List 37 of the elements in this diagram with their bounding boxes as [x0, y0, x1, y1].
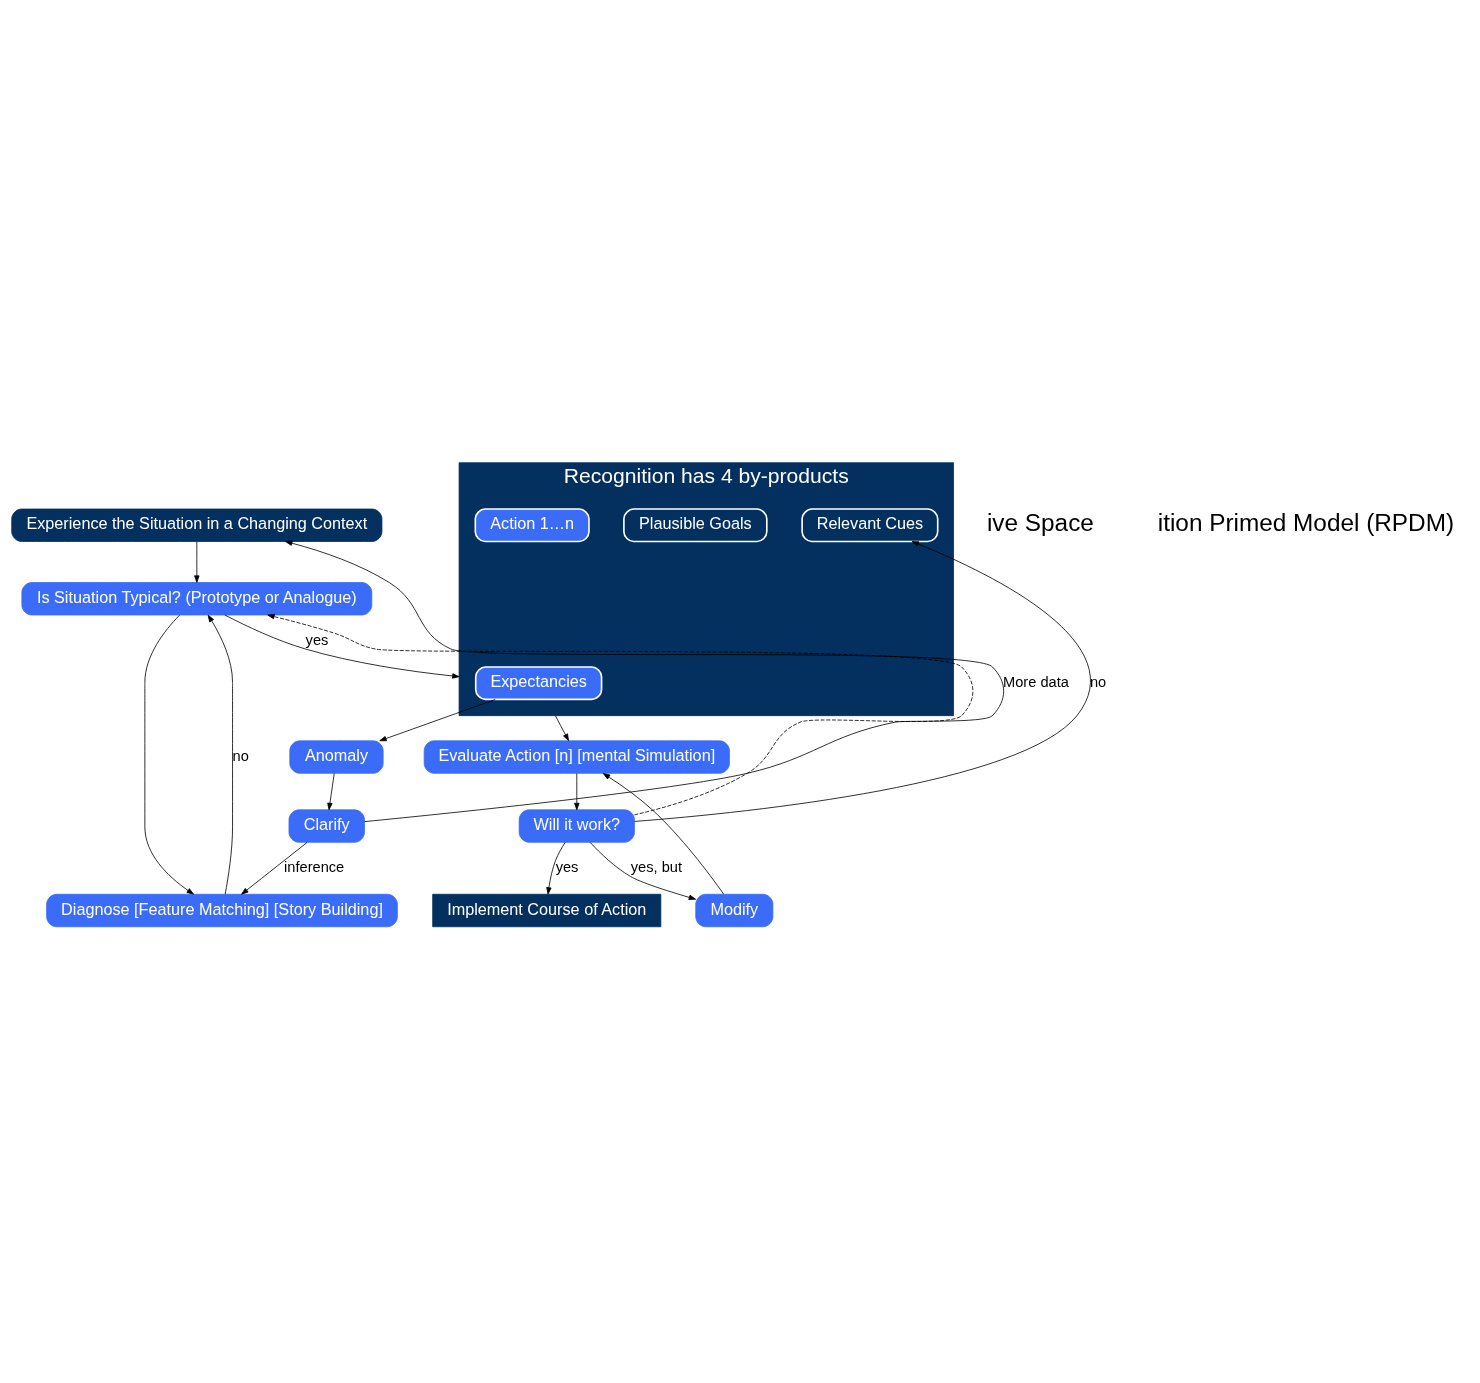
arrow — [589, 842, 697, 900]
arrow — [634, 541, 1091, 822]
edge-label: yes, but — [630, 858, 682, 875]
node-box: Modify — [695, 893, 774, 928]
edge-label: yes — [305, 631, 329, 648]
arrow — [194, 541, 200, 583]
arrow — [327, 773, 335, 811]
node-box: Is Situation Typical? (Prototype or Analogue) — [21, 582, 373, 616]
edge-label: no — [1089, 673, 1107, 690]
node-box: Anomaly — [289, 740, 384, 774]
arrow — [285, 540, 1005, 822]
arrow — [574, 773, 580, 811]
edge-label: inference — [284, 858, 345, 875]
arrow — [546, 842, 566, 895]
arrow — [554, 715, 569, 741]
label: ition Primed Model (RPDM) — [1157, 509, 1455, 537]
node-box: Plausible Goals — [623, 508, 768, 543]
node-box: Relevant Cues — [801, 508, 939, 543]
arrow — [602, 773, 724, 895]
node-box: Diagnose [Feature Matching] [Story Building] — [46, 893, 398, 928]
node-box: Experience the Situation in a Changing Context — [11, 508, 383, 542]
arrow — [144, 614, 194, 895]
node-box: Evaluate Action [n] [mental Simulation] — [423, 740, 730, 774]
arrow — [267, 613, 974, 816]
edge-label: yes — [555, 858, 579, 875]
label: ive Space — [986, 509, 1094, 537]
arrow — [224, 614, 460, 679]
arrow — [241, 842, 308, 895]
arrow — [379, 699, 496, 742]
node-box: Implement Course of Action — [432, 893, 662, 928]
arrow — [207, 614, 233, 895]
edge-label: no — [232, 747, 249, 764]
edge-label: More data — [1003, 673, 1069, 690]
node-box: Will it work? — [518, 809, 635, 843]
node-box: Clarify — [288, 809, 365, 843]
node-box: Action 1…n — [474, 508, 590, 543]
node-box: Expectancies — [474, 666, 603, 701]
